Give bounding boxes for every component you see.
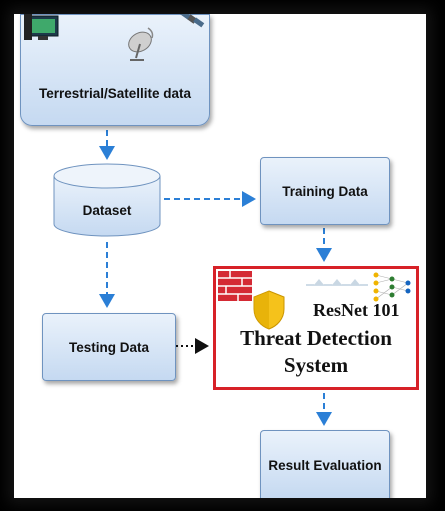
result-evaluation-label: Result Evaluation (268, 457, 382, 473)
source-icons (24, 14, 205, 61)
training-data-label: Training Data (282, 183, 368, 199)
training-data-box: Training Data (260, 157, 390, 225)
computer-icon (24, 14, 59, 40)
testing-data-box: Testing Data (42, 313, 176, 381)
shield-icon (253, 290, 285, 330)
system-title-line1: Threat Detection (240, 326, 392, 350)
system-title-line2: System (283, 353, 349, 377)
diagram-canvas: Terrestrial/Satellite data Dataset Train… (14, 14, 426, 498)
threat-detection-system-box: ResNet 101 Threat Detection System (213, 266, 419, 390)
system-icons (218, 271, 411, 302)
satellite-dish-icon (128, 27, 154, 61)
result-evaluation-box: Result Evaluation (260, 430, 390, 498)
connectors (53, 130, 332, 426)
network-layers-graphic (306, 279, 368, 286)
firewall-icon (218, 271, 252, 301)
source-data-label: Terrestrial/Satellite data (38, 86, 192, 101)
neural-network-icon (373, 272, 411, 302)
testing-data-label: Testing Data (68, 339, 149, 355)
dataset-label: Dataset (82, 203, 132, 218)
dataset-cylinder (53, 163, 161, 237)
satellite-icon (179, 14, 205, 28)
model-label: ResNet 101 (313, 300, 400, 320)
